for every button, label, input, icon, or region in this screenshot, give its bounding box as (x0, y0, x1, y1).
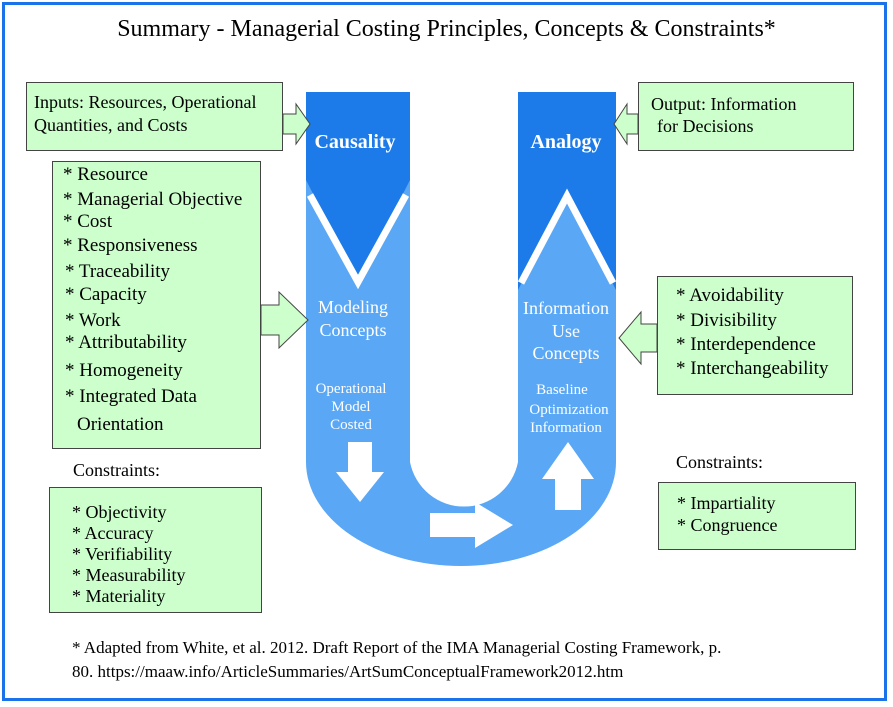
concept-item: * Attributability (65, 332, 187, 353)
concept-item: Orientation (77, 414, 164, 435)
outer-frame (2, 2, 887, 701)
analogy-label: Analogy (530, 131, 601, 153)
output-box: Output: Information for Decisions (638, 82, 854, 151)
constraint-item: * Objectivity (72, 502, 167, 522)
baseline-line-2: Optimization (529, 402, 609, 418)
operational-line-1: Operational (316, 381, 387, 397)
inputs-line-1: Inputs: Resources, Operational (34, 92, 257, 112)
concept-item: * Managerial Objective (63, 189, 243, 210)
page-title: Summary - Managerial Costing Principles,… (117, 16, 776, 42)
output-line-1: Output: Information (651, 94, 797, 114)
causality-funnel (306, 92, 410, 282)
causality-chevron (306, 193, 410, 290)
concept-item: * Responsiveness (63, 235, 198, 256)
inputs-line-2: Quantities, and Costs (34, 115, 188, 135)
concept-item: * Work (65, 310, 121, 331)
footnote: * Adapted from White, et al. 2012. Draft… (72, 636, 721, 684)
constraint-item: * Materiality (72, 586, 166, 606)
constraint-item: * Impartiality (677, 493, 776, 513)
concept-item: * Capacity (65, 284, 147, 305)
constraint-item: * Congruence (677, 515, 778, 535)
causality-label: Causality (314, 131, 395, 153)
modeling-arrow (260, 290, 309, 350)
right-arrow (430, 502, 513, 548)
constraint-item: * Verifiability (72, 544, 173, 564)
use-concepts-box: * Avoidability * Divisibility * Interdep… (657, 276, 853, 395)
input-arrow (282, 102, 311, 146)
operational-line-3: Costed (330, 417, 372, 433)
output-arrow (613, 102, 639, 146)
footnote-line-2: 80. https://maaw.info/ArticleSummaries/A… (72, 662, 624, 681)
constraints-right-label: Constraints: (676, 452, 764, 472)
use-concept-item: * Interchangeability (676, 358, 829, 379)
up-arrow (542, 442, 594, 510)
concept-item: * Traceability (65, 261, 171, 282)
modeling-line-2: Concepts (320, 320, 387, 340)
info-use-line-3: Concepts (533, 343, 600, 363)
down-arrow (336, 442, 384, 502)
inputs-box: Inputs: Resources, Operational Quantitie… (26, 82, 283, 151)
baseline-line-1: Baseline (536, 382, 588, 398)
analogy-chevron (517, 188, 617, 285)
footnote-line-1: * Adapted from White, et al. 2012. Draft… (72, 638, 722, 657)
output-line-2: for Decisions (657, 116, 754, 136)
constraints-right-box: * Impartiality * Congruence (658, 482, 856, 550)
use-concept-item: * Interdependence (676, 334, 816, 355)
modeling-line-1: Modeling (318, 297, 388, 317)
use-concept-item: * Avoidability (676, 285, 784, 306)
concept-item: * Resource (63, 164, 148, 185)
use-arrow (618, 310, 658, 366)
modeling-concepts-box: * Resource * Managerial Objective * Cost… (52, 161, 261, 449)
constraints-left-box: * Objectivity * Accuracy * Verifiability… (49, 487, 262, 613)
constraint-item: * Accuracy (72, 523, 154, 543)
info-use-line-1: Information (523, 298, 609, 318)
concept-item: * Integrated Data (65, 386, 197, 407)
baseline-line-3: Information (530, 420, 602, 436)
concept-item: * Cost (63, 211, 113, 232)
constraints-left-label: Constraints: (73, 460, 161, 480)
info-use-line-2: Use (552, 321, 580, 341)
operational-line-2: Model (331, 399, 370, 415)
constraint-item: * Measurability (72, 565, 186, 585)
use-concept-item: * Divisibility (676, 310, 777, 331)
concept-item: * Homogeneity (65, 360, 183, 381)
